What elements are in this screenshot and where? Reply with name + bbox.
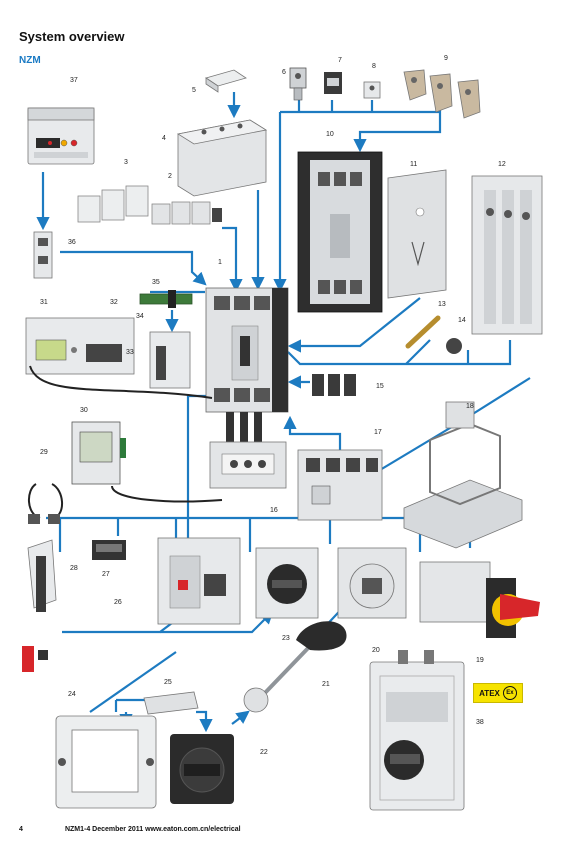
component-10-plug-in-unit [298, 152, 382, 312]
footer-text: NZM1-4 December 2011 www.eaton.com.cn/el… [65, 826, 241, 833]
label-18: 18 [466, 403, 474, 410]
label-24: 24 [68, 691, 76, 698]
label-7: 7 [338, 57, 342, 64]
component-19-main-switch [420, 562, 540, 638]
label-37: 37 [70, 77, 78, 84]
component-9-cable-lugs [404, 70, 480, 118]
component-29-cable [28, 514, 60, 524]
label-27: 27 [102, 571, 110, 578]
component-3-terminal-covers [78, 186, 148, 222]
label-10: 10 [326, 131, 334, 138]
component-6-terminal [290, 68, 306, 100]
component-13-extension-rod [408, 318, 438, 346]
label-35: 35 [152, 279, 160, 286]
component-33-io-module [150, 332, 190, 388]
label-14: 14 [458, 317, 466, 324]
component-2-terminals [152, 202, 222, 224]
ex-icon: Ex [503, 686, 517, 700]
atex-badge: ATEX Ex [473, 683, 523, 703]
label-22: 22 [260, 749, 268, 756]
component-17-residual-current-module [298, 450, 382, 520]
page-number: 4 [19, 826, 63, 833]
component-37-measuring-relay [28, 108, 94, 164]
component-22-door-handle [170, 734, 234, 804]
label-34: 34 [136, 313, 144, 320]
component-36-auxiliary-block [34, 232, 52, 278]
component-7-connector [324, 72, 342, 94]
component-30-power-meter [72, 422, 126, 484]
label-3: 3 [124, 159, 128, 166]
component-12-busbar-adapter [472, 176, 542, 334]
component-25-label-plate [144, 692, 198, 714]
component-27-terminal [92, 540, 126, 560]
label-4: 4 [162, 135, 166, 142]
label-8: 8 [372, 63, 376, 70]
component-14-knob [446, 338, 462, 354]
page-footer: 4 NZM1-4 December 2011 www.eaton.com.cn/… [19, 826, 241, 833]
label-38: 38 [476, 719, 484, 726]
label-25: 25 [164, 679, 172, 686]
label-30: 30 [80, 407, 88, 414]
atex-label: ATEX [479, 689, 500, 698]
label-5: 5 [192, 87, 196, 94]
component-5-cover [206, 70, 246, 92]
label-32: 32 [110, 299, 118, 306]
label-29: 29 [40, 449, 48, 456]
label-23: 23 [282, 635, 290, 642]
component-26-enclosure [158, 538, 240, 624]
component-4-terminal-block [178, 120, 266, 196]
label-1: 1 [218, 259, 222, 266]
label-2: 2 [168, 173, 172, 180]
component-23-rotary-handle [256, 548, 318, 618]
component-31-control-relay [26, 318, 134, 374]
label-26: 26 [114, 599, 122, 606]
label-12: 12 [498, 161, 506, 168]
label-36: 36 [68, 239, 76, 246]
label-13: 13 [438, 301, 446, 308]
label-6: 6 [282, 69, 286, 76]
label-28: 28 [70, 565, 78, 572]
component-24-door-frame [56, 716, 156, 808]
label-11: 11 [410, 161, 417, 168]
label-19: 19 [476, 657, 484, 664]
label-9: 9 [444, 55, 448, 62]
label-16: 16 [270, 507, 278, 514]
component-11-mounting-plate [388, 170, 446, 298]
label-17: 17 [374, 429, 382, 436]
label-20: 20 [372, 647, 380, 654]
label-21: 21 [322, 681, 330, 688]
label-33: 33 [126, 349, 134, 356]
label-31: 31 [40, 299, 48, 306]
component-18-frame [404, 402, 522, 548]
component-15-shunt-releases [312, 374, 356, 396]
component-28-toggle-lever [22, 540, 56, 672]
component-8-terminal [364, 82, 380, 98]
component-16-current-transformer [210, 412, 286, 488]
component-38-ex-enclosure [370, 650, 464, 810]
component-21-extension-shaft [244, 621, 347, 712]
component-1-circuit-breaker [206, 288, 288, 412]
component-20-rotary-handle [338, 548, 406, 618]
label-15: 15 [376, 383, 384, 390]
